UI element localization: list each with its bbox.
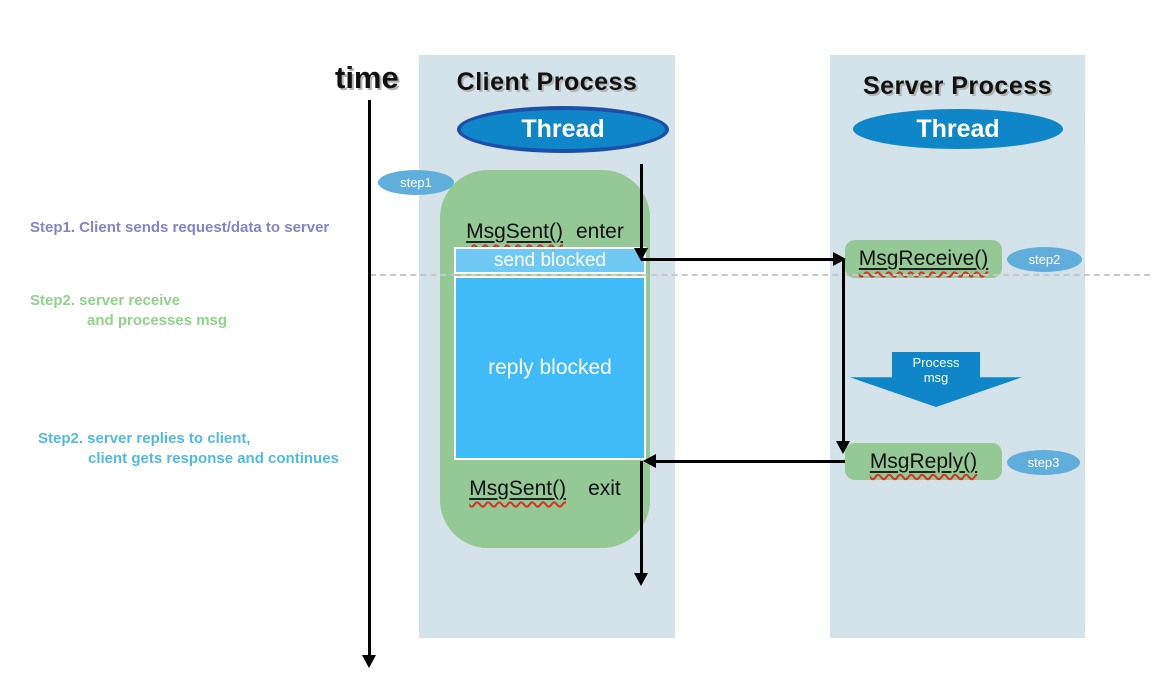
reply-to-client-line <box>653 460 845 463</box>
send-blocked-state: send blocked <box>454 247 646 274</box>
reply-to-client-arrowhead-icon <box>643 454 656 468</box>
server-process-title: Server Process <box>862 72 1053 100</box>
msgreceive-box: MsgReceive() <box>845 240 1002 278</box>
client-process-title: Client Process <box>456 68 638 96</box>
msgsend-enter-suffix: enter <box>575 220 624 243</box>
send-blocked-label: send blocked <box>494 249 606 271</box>
client-thread-ellipse: Thread <box>457 106 669 153</box>
time-axis-label: time <box>335 60 399 95</box>
msgreceive-fn: MsgReceive() <box>858 247 989 270</box>
msgsend-exit-label: MsgSent() exit <box>440 477 650 501</box>
msgsend-exit-fn: MsgSent() <box>469 477 567 500</box>
annotation-step1: Step1. Client sends request/data to serv… <box>30 219 330 236</box>
reply-blocked-state: reply blocked <box>454 276 646 460</box>
client-thread-descent-line <box>640 164 643 248</box>
client-continue-line <box>640 461 643 573</box>
client-thread-label: Thread <box>521 115 605 143</box>
reply-blocked-label: reply blocked <box>488 356 612 379</box>
server-processing-line <box>842 260 845 441</box>
msgsend-exit-suffix: exit <box>588 477 621 500</box>
server-processing-arrowhead-icon <box>836 441 850 454</box>
time-axis-line <box>368 100 371 655</box>
time-axis-arrowhead-icon <box>362 655 376 668</box>
client-continue-arrowhead-icon <box>634 573 648 586</box>
step3-badge: step3 <box>1007 450 1080 475</box>
server-thread-label: Thread <box>916 114 1000 143</box>
msgreply-box: MsgReply() <box>845 443 1002 480</box>
step1-badge: step1 <box>378 170 454 195</box>
annotation-step3: Step2. server replies to client, client … <box>38 430 339 467</box>
process-msg-label: Process msg <box>912 355 960 385</box>
server-thread-ellipse: Thread <box>853 109 1063 149</box>
send-to-server-line <box>641 258 833 261</box>
timeline-divider-dashed-line <box>370 274 1150 276</box>
msgsend-enter-label: MsgSent() enter <box>440 220 650 244</box>
msgsend-enter-fn: MsgSent() <box>466 220 563 243</box>
server-process-column: Server Process Thread <box>830 55 1085 638</box>
msgreply-fn: MsgReply() <box>869 449 978 473</box>
client-descent-arrowhead-icon <box>634 248 648 261</box>
step2-badge: step2 <box>1007 247 1082 272</box>
annotation-step2: Step2. server receive and processes msg <box>30 292 228 329</box>
